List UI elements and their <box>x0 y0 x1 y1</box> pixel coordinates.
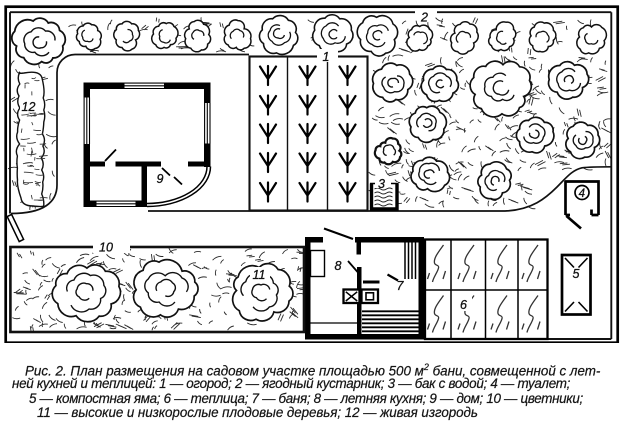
svg-text:11: 11 <box>253 268 266 282</box>
svg-text:3: 3 <box>378 177 385 191</box>
svg-text:1: 1 <box>323 50 330 64</box>
svg-text:2: 2 <box>420 11 428 25</box>
svg-text:7: 7 <box>397 279 405 293</box>
svg-text:5: 5 <box>573 267 580 281</box>
svg-text:4: 4 <box>579 188 585 200</box>
svg-text:12: 12 <box>22 100 36 114</box>
svg-text:10: 10 <box>99 241 113 255</box>
svg-text:9: 9 <box>157 172 164 186</box>
svg-text:6: 6 <box>460 298 467 312</box>
svg-text:8: 8 <box>335 259 342 273</box>
